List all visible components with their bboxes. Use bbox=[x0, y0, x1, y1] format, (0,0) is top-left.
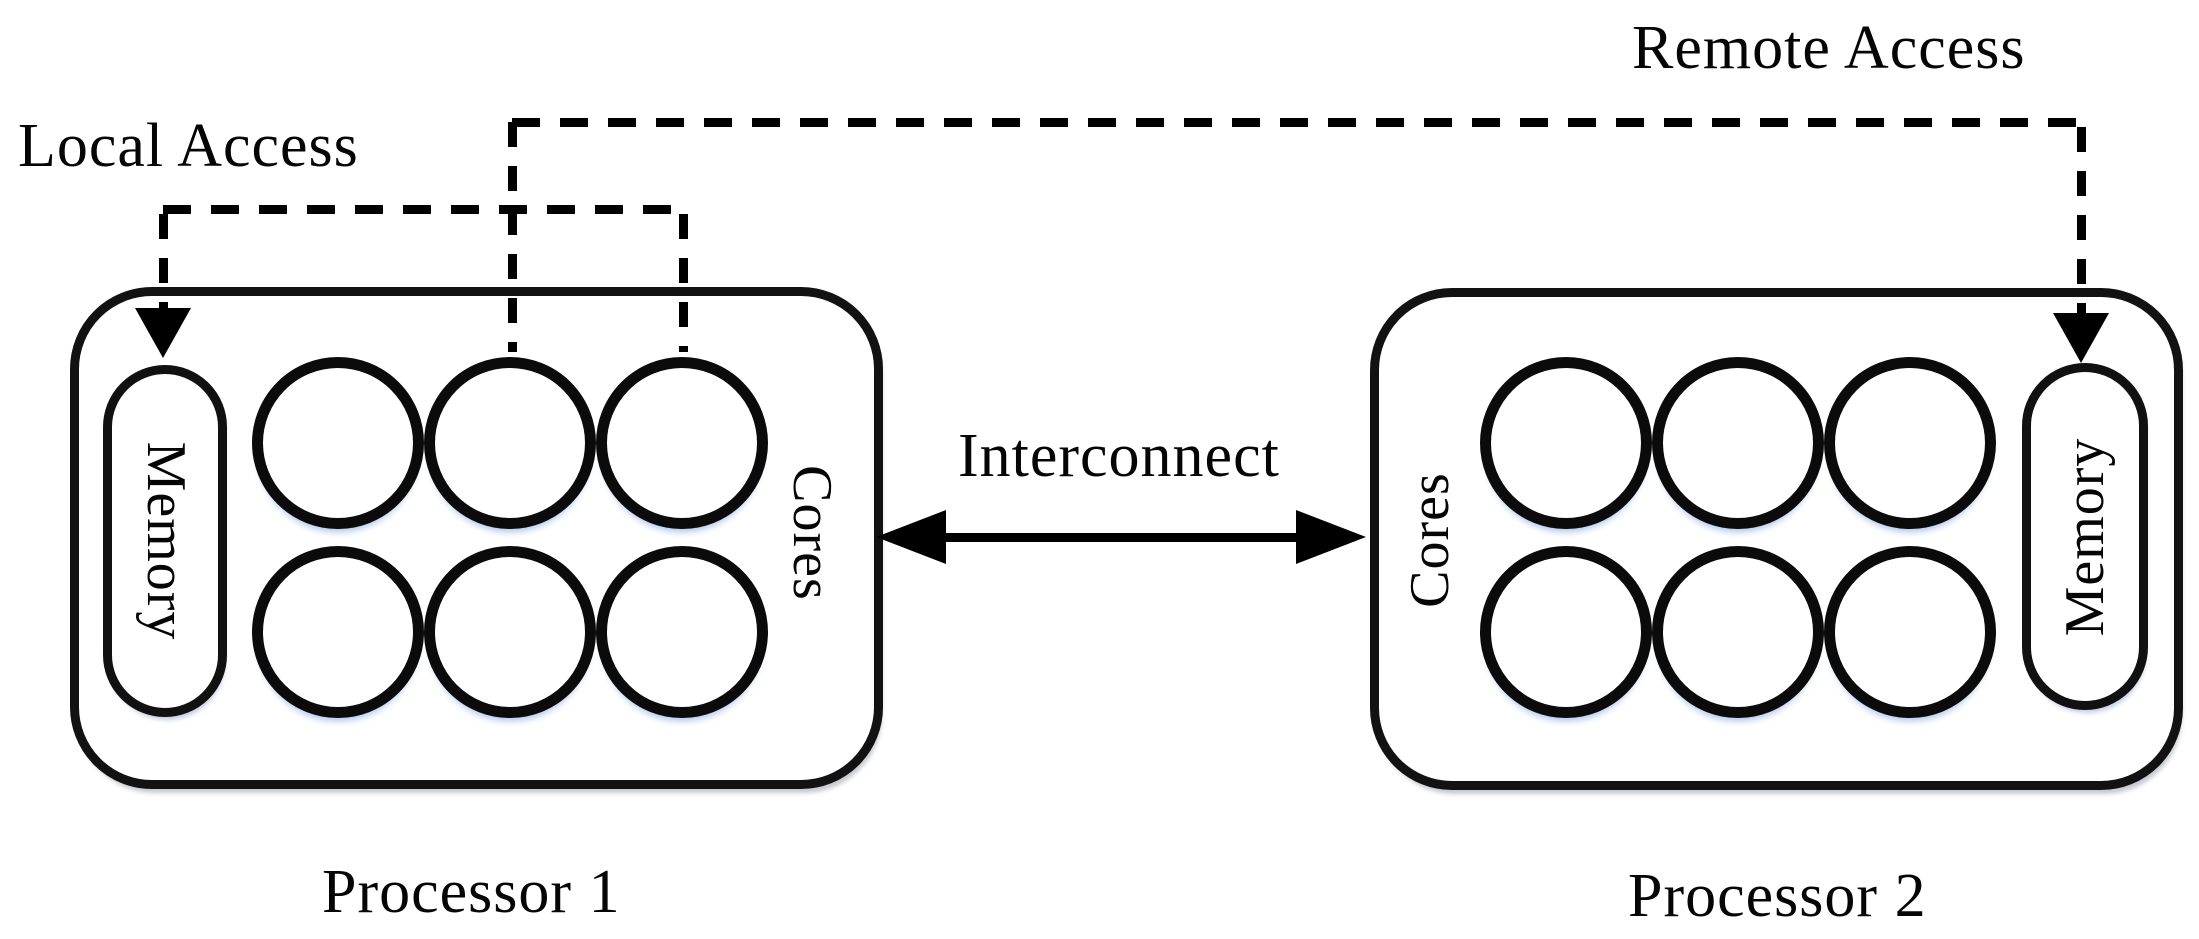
core-circle bbox=[424, 357, 596, 529]
core-circle bbox=[252, 546, 424, 718]
local-access-label: Local Access bbox=[18, 112, 359, 180]
local-access-dashed-drop-memory bbox=[159, 214, 168, 310]
remote-access-dashed-line bbox=[512, 118, 2084, 127]
processor1-title: Processor 1 bbox=[322, 858, 621, 926]
local-access-dashed-drop-core2 bbox=[508, 122, 517, 352]
interconnect-arrowhead-right-icon bbox=[1296, 510, 1366, 564]
interconnect-line bbox=[938, 533, 1308, 542]
core-circle bbox=[596, 357, 768, 529]
local-access-dashed-drop-core3 bbox=[679, 214, 688, 352]
processor2-memory-box bbox=[2022, 363, 2148, 710]
processor2-cores-label: Cores bbox=[1399, 472, 1461, 608]
processor1-memory-label: Memory bbox=[135, 441, 197, 641]
core-circle bbox=[1824, 357, 1996, 529]
core-circle bbox=[1652, 357, 1824, 529]
interconnect-arrowhead-left-icon bbox=[876, 510, 946, 564]
remote-access-dashed-drop bbox=[2077, 127, 2086, 317]
local-access-arrowhead-icon bbox=[135, 308, 191, 358]
core-circle bbox=[596, 546, 768, 718]
core-circle bbox=[1824, 546, 1996, 718]
core-circle bbox=[1480, 546, 1652, 718]
remote-access-label: Remote Access bbox=[1632, 14, 2026, 82]
core-circle bbox=[1652, 546, 1824, 718]
processor1-cores-label: Cores bbox=[781, 465, 843, 601]
remote-access-arrowhead-icon bbox=[2053, 313, 2109, 363]
core-circle bbox=[252, 357, 424, 529]
core-circle bbox=[1480, 357, 1652, 529]
processor2-title: Processor 2 bbox=[1628, 862, 1927, 930]
core-circle bbox=[424, 546, 596, 718]
local-access-dashed-line bbox=[163, 205, 688, 214]
processor1-memory-box bbox=[103, 365, 227, 717]
interconnect-label: Interconnect bbox=[958, 422, 1280, 490]
processor2-memory-label: Memory bbox=[2054, 437, 2116, 637]
